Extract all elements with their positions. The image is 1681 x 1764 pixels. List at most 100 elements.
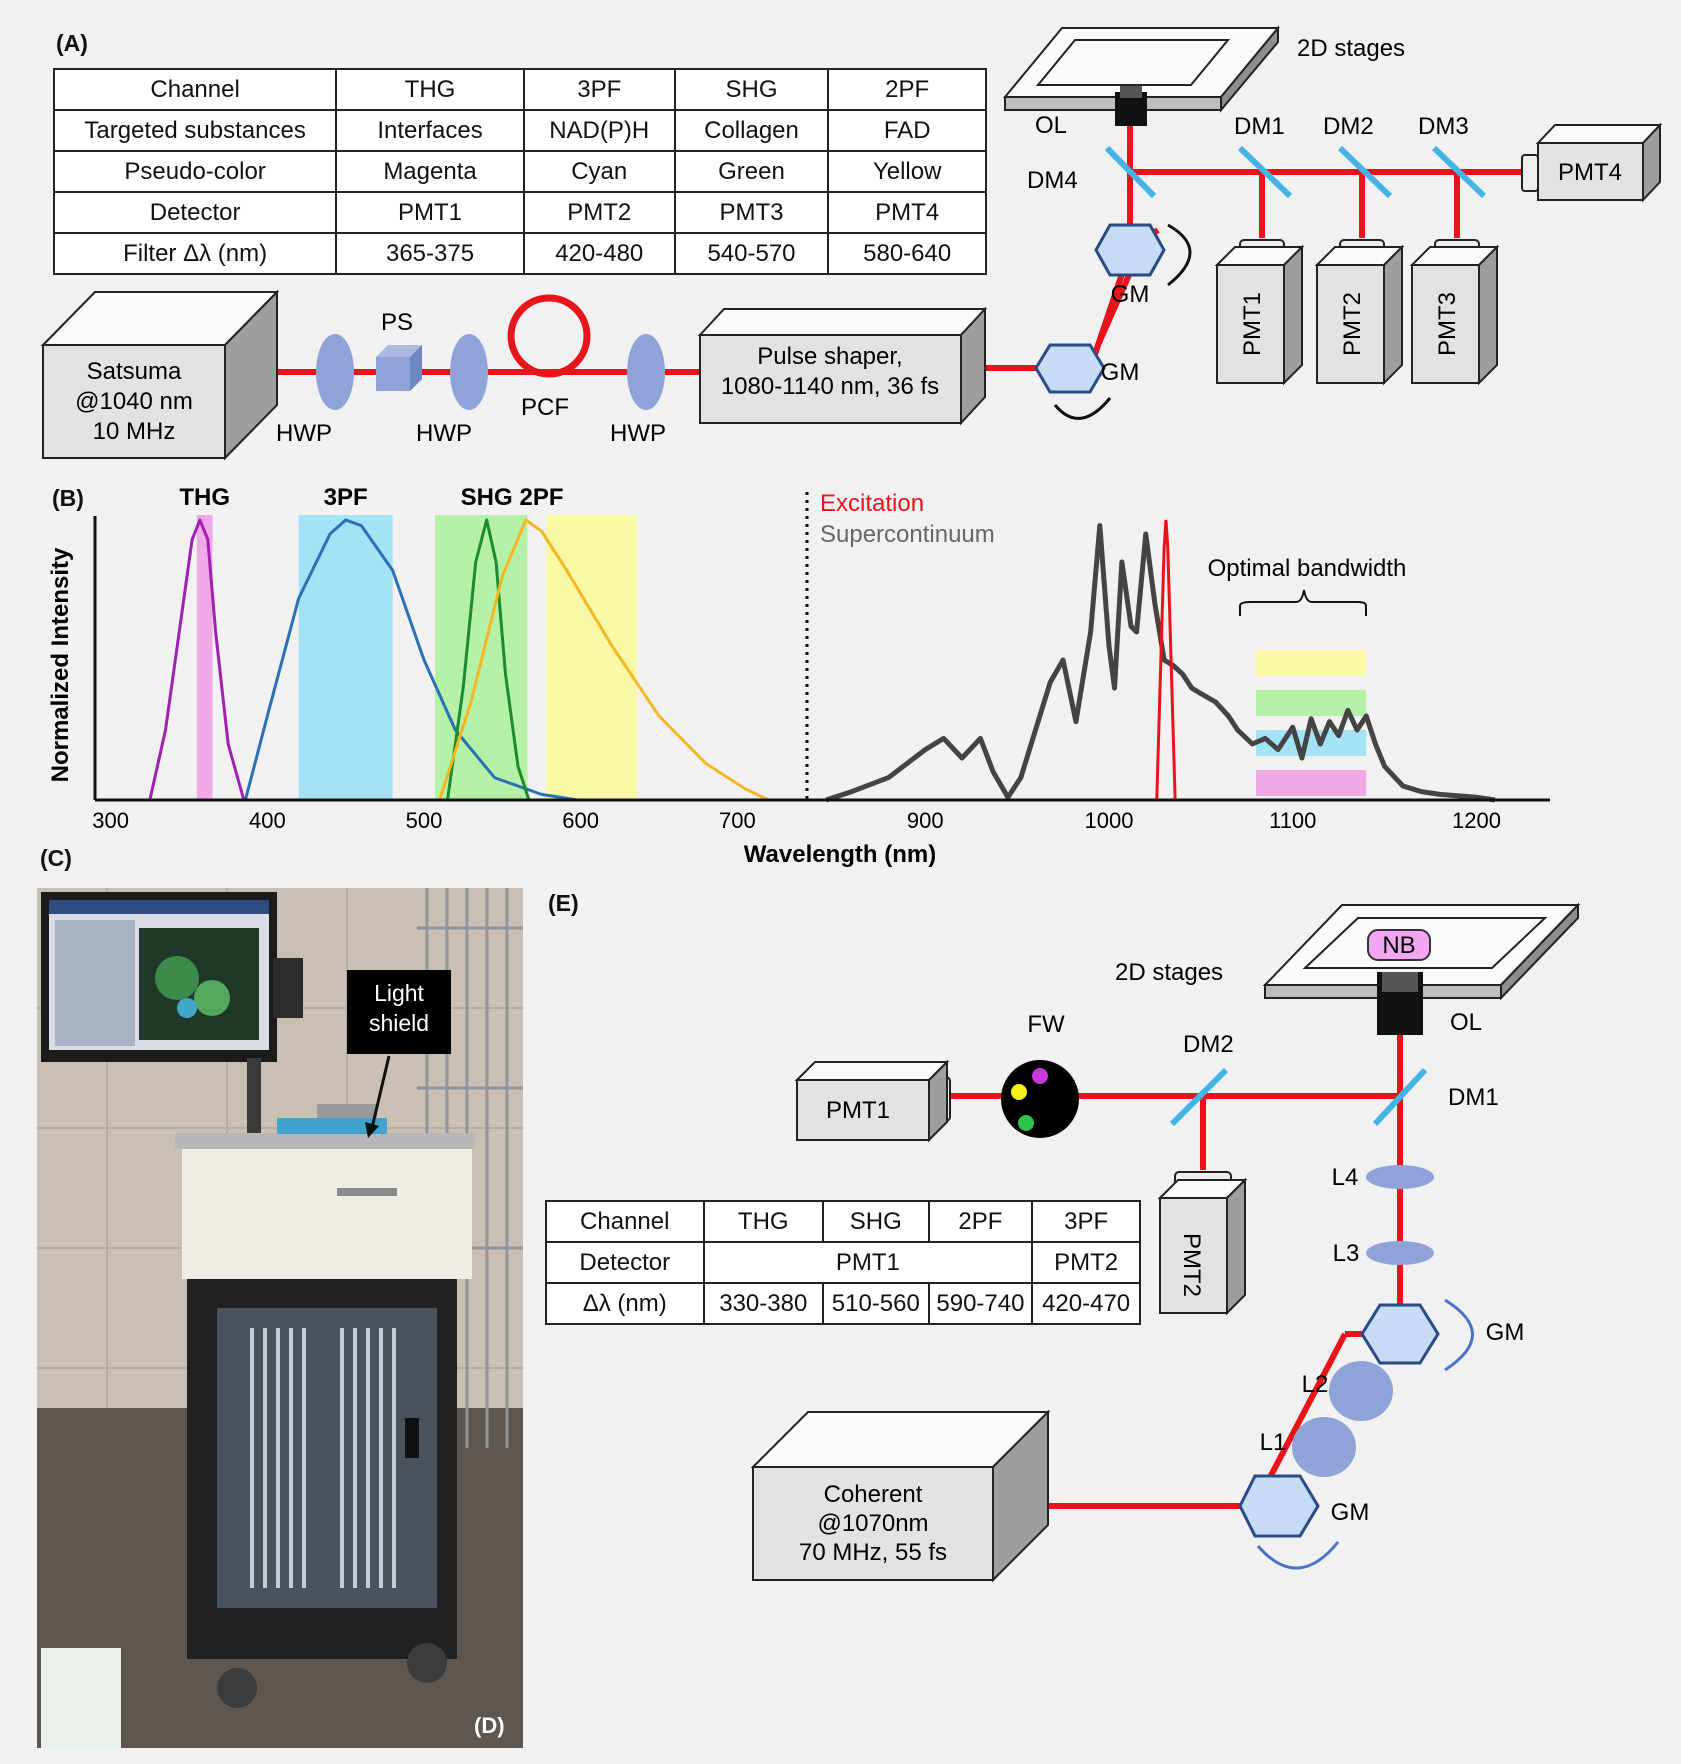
rotation-arrow-icon [1053, 397, 1112, 420]
table-row: Detector PMT1 PMT2 PMT3 PMT4 [52, 191, 987, 234]
table-cell: PMT1 [335, 191, 525, 234]
x-tick-label: 1000 [1085, 808, 1134, 833]
table-cell: Channel [545, 1200, 705, 1243]
table-cell: Pseudo-color [52, 150, 338, 193]
galvo-mirror-2 [1094, 223, 1166, 277]
l4-label: L4 [1332, 1164, 1359, 1191]
table-cell: 330-380 [702, 1282, 825, 1325]
panel-label-a: (A) [56, 30, 88, 56]
table-row: Channel THG SHG 2PF 3PF [545, 1200, 1141, 1243]
table-cell: SHG [822, 1200, 930, 1243]
dm4-label: DM4 [1027, 167, 1078, 194]
fw-label: FW [1027, 1011, 1065, 1038]
objective-lens-e-top [1382, 972, 1418, 992]
table-cell: Filter Δλ (nm) [52, 232, 338, 275]
channel-table-a: Channel THG 3PF SHG 2PF Targeted substan… [52, 68, 987, 275]
table-cell: 420-470 [1031, 1282, 1141, 1325]
table-cell: Collagen [673, 109, 830, 152]
ol-label-a: OL [1035, 112, 1067, 139]
x-tick-label: 700 [719, 808, 756, 833]
emission-curve-2 [446, 518, 531, 801]
coherent-label-2: @1070nm [817, 1510, 928, 1537]
coherent-label-1: Coherent [824, 1481, 923, 1508]
panel-label-c: (C) [40, 845, 72, 871]
emission-curve-0 [148, 518, 246, 801]
dm2-label-a: DM2 [1323, 113, 1374, 140]
bandwidth-bar-2 [1256, 730, 1367, 756]
table-cell: Green [673, 150, 830, 193]
light-shield-label: Light shield [347, 970, 451, 1054]
pmt4-label-a: PMT4 [1558, 159, 1622, 186]
pcf-label: PCF [521, 394, 569, 421]
table-cell: 540-570 [673, 232, 830, 275]
table-cell: 510-560 [822, 1282, 930, 1325]
table-row: Detector PMT1 PMT2 [545, 1241, 1141, 1284]
pulse-shaper-label-2: 1080-1140 nm, 36 fs [721, 373, 939, 400]
table-cell: PMT4 [827, 191, 987, 234]
bandwidth-bar-0 [1256, 650, 1367, 676]
x-tick-label: 300 [92, 808, 129, 833]
objective-lens-a-top [1120, 86, 1142, 98]
rotation-arrow-icon [1256, 1541, 1340, 1570]
setup-e-diagram: NB 2D stages OL DM1 DM2 FW PMT1 PMT2 L4 … [750, 902, 1581, 1583]
filter-yellow [1011, 1084, 1027, 1100]
gm-label-2: GM [1111, 281, 1150, 308]
table-cell: 365-375 [335, 232, 525, 275]
emission-curve-1 [243, 518, 578, 802]
table-row: Filter Δλ (nm) 365-375 420-480 540-570 5… [52, 232, 987, 275]
gm-label-e-upper: GM [1486, 1319, 1525, 1346]
y-axis-label: Normalized Intensity [47, 547, 74, 782]
vent-slots [250, 1328, 396, 1588]
panel-label-e: (E) [548, 890, 579, 916]
x-tick-label: 500 [406, 808, 443, 833]
table-cell: SHG [673, 68, 830, 111]
table-row: Pseudo-color Magenta Cyan Green Yellow [52, 150, 987, 193]
lens-l4 [1366, 1165, 1434, 1189]
light-shield-label-line1: Light [374, 980, 424, 1006]
table-cell: Channel [52, 68, 338, 111]
table-cell: Detector [545, 1241, 705, 1284]
table-cell: Targeted substances [52, 109, 338, 152]
dm1-mirror-e [1372, 1067, 1428, 1127]
pmt-box-a4 [1521, 122, 1663, 203]
pmt3-label-a: PMT3 [1434, 292, 1461, 356]
dm2-mirror-e [1169, 1067, 1229, 1127]
dichroic-mirrors-a [1104, 145, 1487, 199]
pmt-box-a3 [1409, 239, 1500, 386]
table-row: Targeted substances Interfaces NAD(P)H C… [52, 109, 987, 152]
table-cell: PMT2 [1031, 1241, 1141, 1284]
light-shield-label-line2: shield [368, 1010, 430, 1036]
legend-supercontinuum: Supercontinuum [820, 521, 995, 548]
lens-l3 [1366, 1241, 1434, 1265]
lens-l2 [1329, 1361, 1393, 1421]
x-tick-label: 600 [562, 808, 599, 833]
satsuma-label-3: 10 MHz [93, 418, 176, 445]
gm-label-1: GM [1101, 359, 1140, 386]
table-row: Channel THG 3PF SHG 2PF [52, 68, 987, 111]
table-cell: Cyan [522, 150, 676, 193]
pmt2-label-a: PMT2 [1339, 292, 1366, 356]
hwp-1 [316, 334, 354, 410]
galvo-mirror-1 [1034, 343, 1106, 394]
hwp-3 [627, 334, 665, 410]
lens-l1 [1292, 1417, 1356, 1477]
table-cell: 580-640 [827, 232, 987, 275]
dm1-label-e: DM1 [1448, 1084, 1499, 1111]
table-cell: NAD(P)H [522, 109, 676, 152]
pmt-box-a2 [1314, 239, 1405, 386]
table-cell: PMT2 [522, 191, 676, 234]
hwp-label-1: HWP [276, 420, 332, 447]
hwp-label-2: HWP [416, 420, 472, 447]
pmt-box-a1 [1214, 239, 1305, 386]
emission-curve-3 [438, 518, 770, 802]
satsuma-label-1: Satsuma [87, 358, 182, 385]
optimal-bandwidth-label: Optimal bandwidth [1208, 555, 1407, 582]
table-cell: Yellow [827, 150, 987, 193]
peak-label-3pf: 3PF [324, 484, 368, 511]
peak-label-shg: SHG [461, 484, 513, 511]
supercontinuum-curve [825, 523, 1496, 803]
hwp-label-3: HWP [610, 420, 666, 447]
table-cell: Δλ (nm) [545, 1282, 705, 1325]
rotation-arrow-icon [1167, 223, 1192, 287]
table-cell: THG [702, 1200, 825, 1243]
